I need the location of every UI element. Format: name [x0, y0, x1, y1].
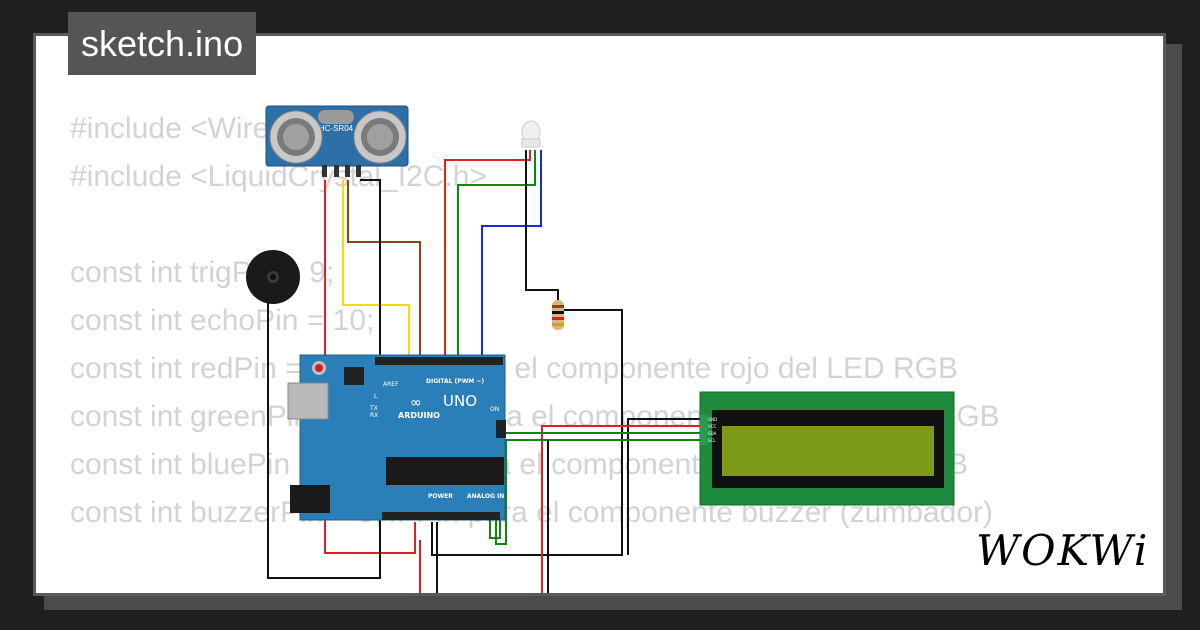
- wire-red-led: [444, 150, 531, 363]
- wire-blue-led: [481, 150, 542, 363]
- svg-text:AREF: AREF: [383, 381, 399, 388]
- code-line: boolean alerta: [70, 585, 1000, 593]
- wire-green-led: [457, 150, 536, 363]
- sensor-label: HC-SR04: [319, 124, 354, 133]
- resistor[interactable]: [552, 300, 564, 330]
- svg-text:GND: GND: [708, 417, 717, 422]
- board-name: UNO: [443, 392, 477, 410]
- board-logo-symbol: ∞: [410, 395, 422, 411]
- board-brand: ARDUINO: [398, 411, 440, 420]
- svg-text:POWER: POWER: [428, 493, 453, 500]
- wire-brown-echo: [347, 180, 421, 363]
- code-line: const int echoPin = 10;: [70, 304, 375, 337]
- wire-black-lcd-gnd: [627, 418, 703, 555]
- wokwi-logo: WOKWi: [976, 526, 1150, 575]
- svg-text:RX: RX: [370, 412, 378, 419]
- svg-text:SCL: SCL: [708, 438, 716, 443]
- wire-black-led-common: [525, 150, 559, 300]
- wire-black-sensor-gnd: [267, 179, 381, 579]
- svg-text:TX: TX: [369, 405, 378, 412]
- svg-text:VCC: VCC: [708, 424, 717, 429]
- svg-text:DIGITAL (PWM ~): DIGITAL (PWM ~): [426, 378, 484, 385]
- svg-text:ANALOG IN: ANALOG IN: [467, 493, 504, 500]
- svg-text:ON: ON: [490, 406, 499, 413]
- rgb-led[interactable]: [521, 120, 541, 148]
- svg-text:L: L: [374, 393, 378, 400]
- svg-text:SDA: SDA: [708, 431, 717, 436]
- lcd-display[interactable]: GND VCC SDA SCL: [699, 391, 955, 506]
- wire-yellow-trig: [342, 180, 410, 363]
- wire-red-lcd-vcc: [541, 425, 703, 593]
- file-title-tab[interactable]: sketch.ino: [68, 12, 257, 75]
- wire-green-lcd-scl: [495, 439, 703, 545]
- wire-green-lcd-sda: [489, 432, 703, 539]
- ultrasonic-sensor[interactable]: HC-SR04: [265, 105, 409, 177]
- arduino-uno[interactable]: AREF DIGITAL (PWM ~) ∞ UNO ARDUINO L TX …: [287, 354, 506, 521]
- buzzer[interactable]: [246, 250, 300, 304]
